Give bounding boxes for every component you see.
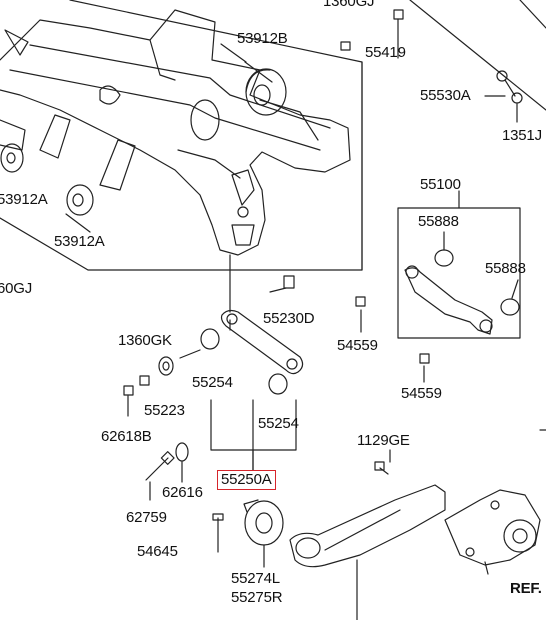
label-53912a: 53912A	[54, 233, 105, 250]
lower-control-arm	[289, 484, 446, 620]
label-1360gk: 1360GK	[118, 332, 172, 349]
label-55274l: 55274L	[231, 570, 280, 587]
label-55888-a: 55888	[418, 213, 459, 230]
nut-62618b	[123, 385, 134, 417]
label-1360gj-top: 1360GJ	[323, 0, 375, 10]
washer-55223	[158, 349, 201, 376]
stabilizer-link	[409, 0, 546, 123]
label-55254-a: 55254	[192, 374, 233, 391]
bushing-53912a	[65, 184, 94, 233]
bolt-62759	[145, 451, 175, 501]
upper-arm-box	[397, 190, 521, 339]
bushing-53912b	[220, 43, 287, 116]
label-60gj: 60GJ	[0, 280, 33, 297]
label-55275r: 55275R	[231, 589, 283, 606]
label-55254-b: 55254	[258, 415, 299, 432]
label-54559-b: 54559	[401, 385, 442, 402]
bolt-55419	[340, 9, 404, 59]
label-54645: 54645	[137, 543, 178, 560]
label-55250a-highlighted[interactable]: 55250A	[217, 470, 276, 490]
label-53912a-left: 53912A	[0, 191, 48, 208]
nut-1360gk	[139, 375, 150, 386]
label-1129ge: 1129GE	[357, 432, 410, 449]
label-55419: 55419	[365, 44, 406, 61]
label-54559-a: 54559	[337, 337, 378, 354]
rear-arm-55250a	[200, 254, 304, 473]
label-1351j: 1351J	[502, 127, 542, 144]
bushing-53912a-left	[0, 143, 24, 173]
label-55888-b: 55888	[485, 260, 526, 277]
subframe-assembly	[0, 9, 351, 256]
crossmember-frame	[0, 0, 363, 271]
washer-62616	[175, 442, 189, 483]
bolt-1129ge	[374, 449, 391, 475]
nuts-54559	[355, 296, 430, 383]
label-55230d: 55230D	[263, 310, 315, 327]
label-ref: REF.	[510, 580, 542, 597]
label-62616: 62616	[162, 484, 203, 501]
label-55223: 55223	[144, 402, 185, 419]
bushing-55274l	[212, 499, 284, 568]
label-55100: 55100	[420, 176, 461, 193]
label-53912b: 53912B	[237, 30, 288, 47]
label-55530a: 55530A	[420, 87, 471, 104]
knuckle-hub	[444, 429, 546, 575]
label-62618b: 62618B	[101, 428, 152, 445]
label-62759: 62759	[126, 509, 167, 526]
